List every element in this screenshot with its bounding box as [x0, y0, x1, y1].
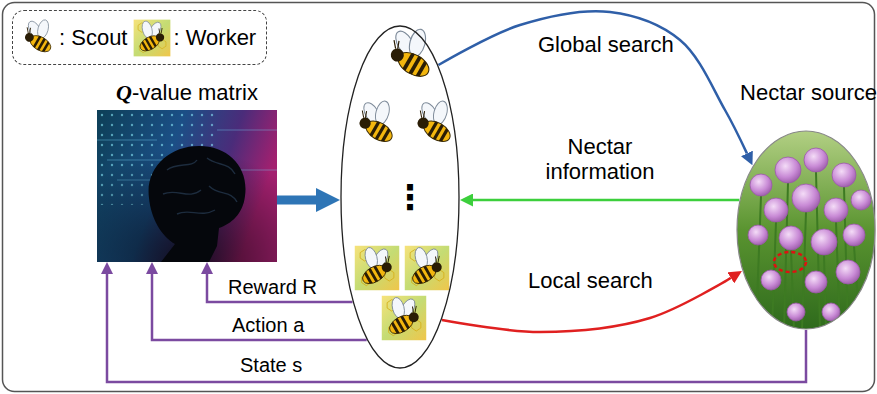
bee-icon: [20, 19, 55, 56]
node-heading: Q-value matrix: [85, 80, 289, 106]
brain-image: [97, 110, 277, 262]
ellipse-outline: [341, 26, 459, 368]
state-arrow: [107, 274, 806, 382]
connector-label: Action a: [232, 314, 304, 337]
action-arrow: [152, 274, 367, 340]
legend-box: : Scout : Worker: [12, 10, 267, 65]
thick-arrow: [277, 196, 316, 205]
legend-item: : Worker: [133, 19, 256, 57]
worker-bee: [382, 296, 426, 340]
nectar-source-node: Nectar source: [690, 80, 877, 330]
nectar-information-arrow: [473, 199, 739, 202]
global-search-arrow: [438, 11, 746, 153]
node-heading: Nectar source: [690, 80, 877, 106]
connector-label: Local search: [528, 268, 653, 293]
worker-bee: [355, 246, 399, 290]
legend-text: : Scout: [59, 25, 127, 51]
q-matrix-node: Q-value matrix: [85, 80, 289, 262]
brain-image: [97, 110, 277, 262]
nectar-image: [736, 130, 876, 330]
nectar-image: [736, 130, 876, 330]
scout-bee: [353, 100, 397, 147]
connector-label: State s: [240, 354, 302, 377]
reward-arrow: [207, 274, 352, 302]
connector-label: Global search: [538, 32, 674, 57]
bee-icon: [134, 19, 171, 56]
bee-colony: [353, 27, 455, 340]
ellipsis-dots: ⋮: [393, 180, 427, 214]
bee-icon: [19, 19, 57, 57]
bee-colony-ellipse: ⋮: [340, 25, 460, 369]
connector-label: Reward R: [228, 276, 317, 299]
scout-bee: [383, 27, 435, 82]
connector-label: Nectar information: [530, 134, 670, 185]
worker-bee: [405, 246, 449, 290]
legend-text: : Worker: [173, 25, 256, 51]
bee-icon: [133, 19, 171, 57]
legend-item: : Scout: [19, 19, 127, 57]
scout-bee: [411, 100, 455, 147]
